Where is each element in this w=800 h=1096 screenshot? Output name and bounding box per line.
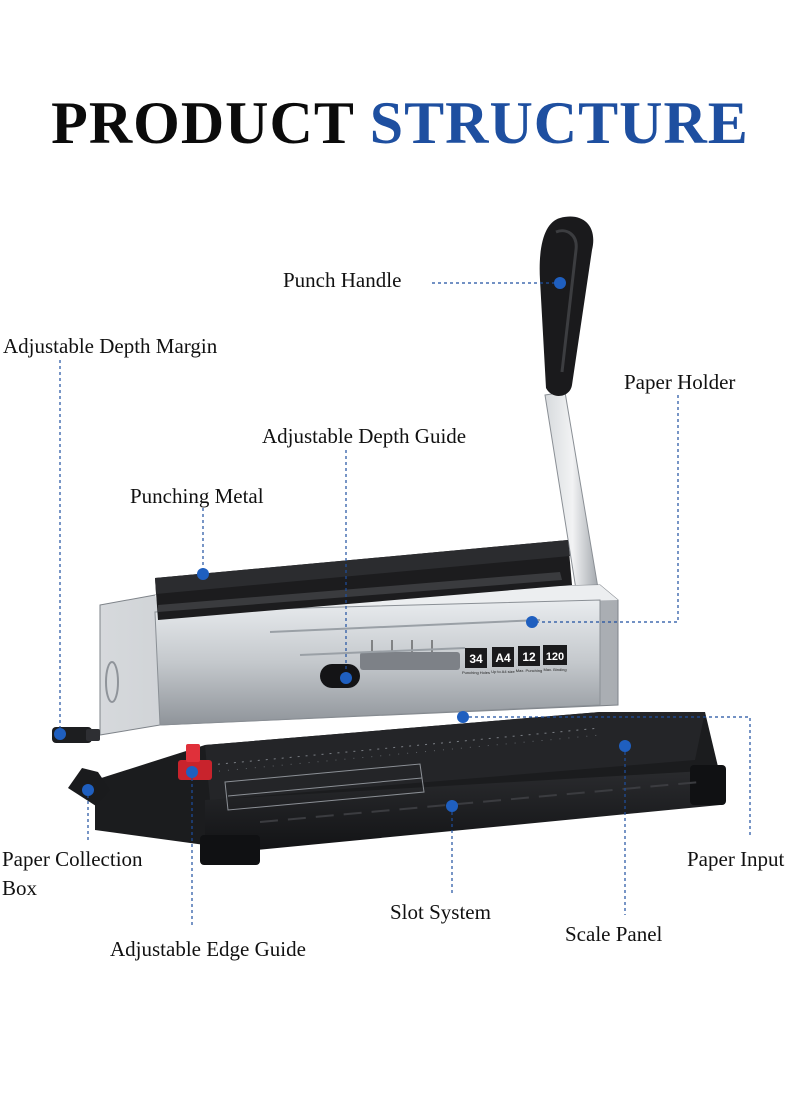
- dot-slot-system: [446, 800, 458, 812]
- label-collection-box-line1: Paper Collection: [2, 847, 143, 871]
- label-depth-margin: Adjustable Depth Margin: [3, 334, 218, 358]
- label-punch-handle: Punch Handle: [283, 268, 402, 292]
- dot-paper-input: [457, 711, 469, 723]
- badge-size-number: A4: [495, 651, 511, 665]
- punching-metal-part: [155, 540, 572, 620]
- page-title: PRODUCT STRUCTURE: [0, 88, 800, 158]
- label-slot-system: Slot System: [390, 900, 491, 924]
- dot-collection-box: [82, 784, 94, 796]
- badge-punching: 12 Max. Punching: [516, 646, 542, 673]
- dot-punching-metal: [197, 568, 209, 580]
- label-paper-input: Paper Input: [687, 847, 785, 871]
- badge-punching-number: 12: [522, 650, 536, 664]
- title-word-product: PRODUCT: [51, 90, 354, 156]
- title-word-structure: STRUCTURE: [369, 90, 749, 156]
- badge-holes: 34 Punching Holes: [462, 648, 490, 675]
- badge-size: A4 Up to A4 size: [491, 647, 516, 674]
- badge-holes-number: 34: [469, 652, 483, 666]
- dot-paper-holder: [526, 616, 538, 628]
- label-edge-guide: Adjustable Edge Guide: [110, 937, 306, 961]
- badge-binding: 120 Max. Binding: [543, 645, 567, 672]
- dot-punch-handle: [554, 277, 566, 289]
- dot-depth-guide: [340, 672, 352, 684]
- label-collection-box-line2: Box: [2, 876, 38, 900]
- paper-tray: [95, 712, 726, 865]
- dot-scale-panel: [619, 740, 631, 752]
- label-paper-holder: Paper Holder: [624, 370, 736, 394]
- punch-handle-part: [539, 216, 601, 603]
- label-punching-metal: Punching Metal: [130, 484, 264, 508]
- leader-paper-input: [463, 716, 751, 838]
- dot-depth-margin: [54, 728, 66, 740]
- dot-edge-guide: [186, 766, 198, 778]
- badge-binding-number: 120: [546, 651, 564, 663]
- leader-lines: [59, 282, 751, 928]
- badge-size-caption: Up to A4 size: [491, 669, 515, 674]
- badge-binding-caption: Max. Binding: [543, 667, 566, 672]
- badge-holes-caption: Punching Holes: [462, 670, 490, 675]
- leader-dots: [54, 277, 631, 812]
- spec-badges: 34 Punching Holes A4 Up to A4 size 12 Ma…: [462, 645, 567, 675]
- badge-punching-caption: Max. Punching: [516, 668, 542, 673]
- label-depth-guide: Adjustable Depth Guide: [262, 424, 467, 448]
- label-scale-panel: Scale Panel: [565, 922, 663, 946]
